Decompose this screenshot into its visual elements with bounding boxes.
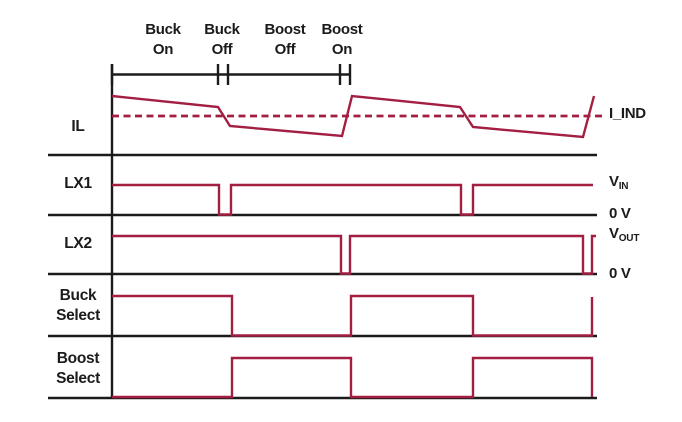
phase-label-buck-off: Buck Off [182, 20, 262, 60]
label-vin: VIN [609, 172, 629, 197]
row-label-il: IL [71, 118, 85, 135]
waveform-boost-select [112, 356, 594, 399]
phase-label-line1: Boost [321, 21, 363, 38]
label-0v-lx2: 0 V [609, 265, 631, 282]
label-vout-subscript: OUT [618, 233, 640, 244]
row-label-line1: Buck [59, 287, 97, 304]
label-0v-lx1: 0 V [609, 205, 631, 222]
phase-label-line2: On [152, 41, 174, 58]
phase-label-boost-off: Boost Off [245, 20, 325, 60]
label-vin-base: V [609, 173, 619, 190]
phase-label-line2: On [331, 41, 353, 58]
waveform-il [111, 94, 596, 139]
row-label-buck-select: Buck Select [38, 286, 118, 326]
row-label-line2: Select [56, 307, 100, 324]
phase-label-boost-on: Boost On [302, 20, 382, 60]
phase-label-line1: Boost [264, 21, 306, 38]
phase-label-line2: Off [211, 41, 233, 58]
phase-label-buck-on: Buck On [123, 20, 203, 60]
phase-label-line1: Buck [204, 21, 240, 38]
label-vout: VOUT [609, 224, 639, 249]
row-label-boost-select: Boost Select [38, 349, 118, 389]
waveform-lx2 [112, 234, 596, 275]
row-label-lx1: LX1 [64, 175, 92, 192]
row-label-line2: Select [56, 370, 100, 387]
label-vout-base: V [609, 225, 619, 242]
phase-label-line1: Buck [145, 21, 181, 38]
label-vin-subscript: IN [618, 181, 629, 192]
label-i-ind: I_IND [609, 105, 646, 122]
phase-label-line2: Off [274, 41, 296, 58]
waveform-lx1 [112, 183, 593, 216]
waveform-buck-select [112, 294, 594, 337]
row-label-lx2: LX2 [64, 235, 92, 252]
row-label-line1: Boost [56, 350, 100, 367]
